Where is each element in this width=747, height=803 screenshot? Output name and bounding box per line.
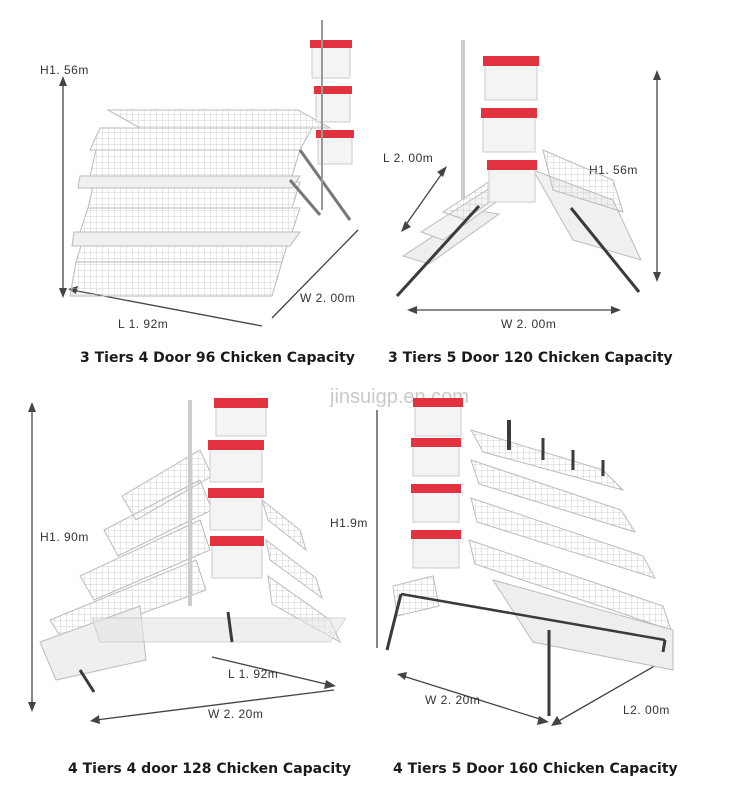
cage-illustration-1: H1. 56m L 1. 92m W 2. 00m	[40, 20, 359, 331]
width-arrow	[407, 306, 621, 314]
cage-tiers	[395, 40, 642, 298]
cage-illustration-4: H1.9m W 2. 20m L2. 00m	[376, 398, 674, 726]
product-caption-3: 4 Tiers 4 door 128 Chicken Capacity	[68, 761, 352, 777]
width-label: W 2. 00m	[300, 291, 355, 305]
cage-tiers	[39, 400, 347, 693]
product-panel-3: H1. 90m L 1. 92m W 2. 20m 4 Tiers 4 doo	[0, 380, 373, 798]
length-arrow	[401, 166, 447, 232]
product-panel-4: H1.9m W 2. 20m L2. 00m	[373, 380, 747, 798]
height-label: H1. 90m	[40, 530, 89, 544]
cage-illustration-2: H1. 56m L 2. 00m W 2. 00m	[383, 40, 661, 331]
height-arrow	[59, 76, 67, 298]
width-label: W 2. 20m	[425, 693, 480, 707]
cage-tiers	[69, 109, 352, 297]
length-label: L2. 00m	[623, 703, 670, 717]
length-arrow	[211, 656, 336, 689]
feeder-buckets	[310, 20, 354, 210]
length-label: L 2. 00m	[383, 151, 433, 165]
product-panel-2: H1. 56m L 2. 00m W 2. 00m 3 Tiers 5 Door…	[373, 0, 747, 380]
height-label: H1. 56m	[589, 163, 638, 177]
height-label: H1. 56m	[40, 63, 89, 77]
length-label: L 1. 92m	[228, 667, 278, 681]
cage-illustration-3: H1. 90m L 1. 92m W 2. 20m	[28, 398, 347, 724]
width-arrow	[397, 672, 549, 725]
product-panel-1: H1. 56m L 1. 92m W 2. 00m 3 Tiers 4 Door…	[0, 0, 373, 380]
product-caption-1: 3 Tiers 4 Door 96 Chicken Capacity	[80, 350, 355, 366]
product-caption-4: 4 Tiers 5 Door 160 Chicken Capacity	[393, 761, 678, 777]
height-arrow	[653, 70, 661, 282]
feeder-buckets	[411, 398, 463, 569]
product-caption-2: 3 Tiers 5 Door 120 Chicken Capacity	[388, 350, 673, 366]
width-label: W 2. 20m	[208, 707, 263, 721]
height-label-panel-4: H1.9m	[330, 516, 368, 530]
height-arrow	[28, 402, 36, 712]
width-label: W 2. 00m	[501, 317, 556, 331]
length-label: L 1. 92m	[118, 317, 168, 331]
width-arrow	[90, 689, 335, 724]
width-arrow	[271, 229, 359, 319]
feeder-buckets	[208, 398, 268, 579]
feeder-buckets	[481, 56, 539, 203]
cage-tiers	[385, 420, 674, 716]
